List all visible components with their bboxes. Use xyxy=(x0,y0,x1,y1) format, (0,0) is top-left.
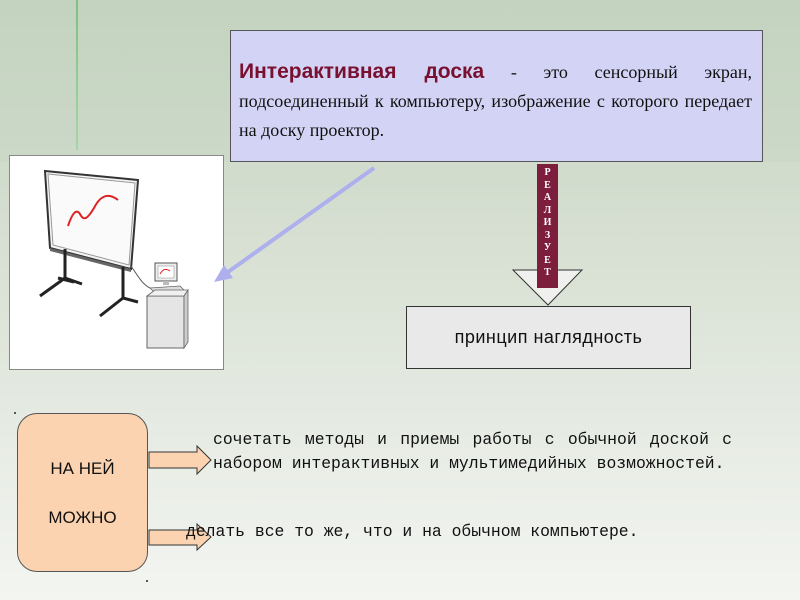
realizes-vertical-label: Р Е А Л И З У Е Т xyxy=(537,164,558,288)
realizes-letter: И xyxy=(543,217,552,228)
realizes-letter: Р xyxy=(544,167,551,178)
description-computer-tasks: делать все то же, что и на обычном компь… xyxy=(186,522,639,541)
principle-box: принцип наглядность xyxy=(406,306,691,369)
decorative-green-line xyxy=(76,0,78,150)
realizes-letter: Е xyxy=(544,254,551,266)
interactive-whiteboard-icon xyxy=(39,169,189,350)
can-box-line1: НА НЕЙ xyxy=(50,459,115,478)
description-combine-methods: сочетать методы и приемы работы с обычно… xyxy=(213,430,732,473)
decorative-dot xyxy=(14,412,16,414)
definition-term: Интерактивная доска xyxy=(239,60,485,83)
definition-body: это сенсорный экран, подсоединенный к ко… xyxy=(239,62,752,140)
realizes-letter: Л xyxy=(543,204,552,216)
can-box: НА НЕЙ МОЖНО xyxy=(17,413,148,572)
definition-box: Интерактивная доска - это сенсорный экра… xyxy=(230,30,763,162)
realizes-letter: Т xyxy=(544,267,551,278)
can-box-line2: МОЖНО xyxy=(48,508,117,527)
realizes-letter: З xyxy=(544,229,551,241)
realizes-letter: У xyxy=(543,242,552,253)
definition-text: Интерактивная доска - это сенсорный экра… xyxy=(239,57,752,145)
decorative-dot xyxy=(146,580,148,582)
right-arrow-icon-1 xyxy=(148,444,212,476)
whiteboard-image xyxy=(9,155,224,370)
realizes-letter: А xyxy=(543,192,552,203)
right-arrow-icon-2 xyxy=(148,522,212,552)
realizes-letter: Е xyxy=(544,179,551,191)
definition-dash: - xyxy=(484,62,544,82)
blue-pointer-arrow xyxy=(214,166,376,282)
